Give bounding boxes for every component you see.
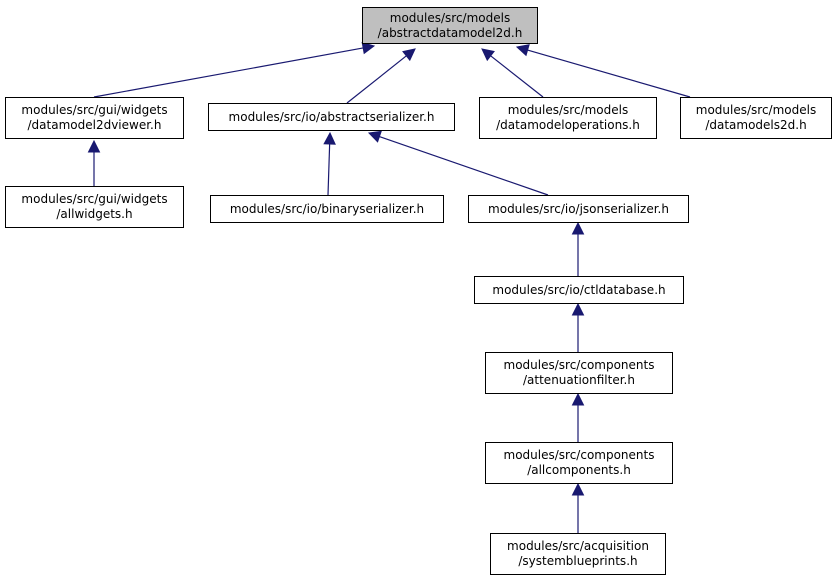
- node-label-line-1: modules/src/components: [503, 448, 655, 462]
- node-label-line-2: /systemblueprints.h: [518, 554, 638, 568]
- arrowhead-binaryserializer-to-abstractserializer: [323, 131, 336, 145]
- node-label-line-1: modules/src/models: [507, 103, 629, 117]
- node-jsonserializer[interactable]: modules/src/io/jsonserializer.h: [468, 195, 689, 223]
- arrowhead-ctldatabase-to-jsonserializer: [571, 221, 585, 235]
- node-attenuationfilter[interactable]: modules/src/components /attenuationfilte…: [485, 352, 673, 394]
- node-abstractdatamodel2d[interactable]: modules/src/models /abstractdatamodel2d.…: [362, 7, 538, 44]
- node-datamodeloperations[interactable]: modules/src/models /datamodeloperations.…: [479, 97, 657, 139]
- node-abstractserializer[interactable]: modules/src/io/abstractserializer.h: [208, 103, 455, 131]
- node-systemblueprints[interactable]: modules/src/acquisition /systemblueprint…: [490, 533, 666, 575]
- node-label-line-1: modules/src/models: [389, 10, 511, 25]
- node-allcomponents[interactable]: modules/src/components /allcomponents.h: [485, 442, 673, 484]
- edge-jsonserializer-to-abstractserializer: [379, 136, 549, 196]
- arrowhead-abstractserializer-to-root: [402, 48, 416, 62]
- node-label-line-1: modules/src/gui/widgets: [21, 192, 168, 206]
- node-label-line-2: /allcomponents.h: [527, 463, 631, 477]
- node-label-line-1: modules/src/components: [503, 358, 655, 372]
- node-ctldatabase[interactable]: modules/src/io/ctldatabase.h: [474, 276, 684, 304]
- edge-abstractserializer-to-root: [346, 55, 407, 104]
- node-datamodels2d[interactable]: modules/src/models /datamodels2d.h: [680, 97, 832, 139]
- edge-datamodel2dviewer-to-root: [93, 47, 364, 98]
- arrowhead-datamodels2d-to-root: [515, 44, 530, 57]
- node-binaryserializer[interactable]: modules/src/io/binaryserializer.h: [210, 195, 444, 223]
- edge-datamodels2d-to-root: [527, 49, 691, 98]
- node-label: modules/src/io/ctldatabase.h: [492, 282, 666, 297]
- node-allwidgets[interactable]: modules/src/gui/widgets /allwidgets.h: [5, 186, 184, 228]
- node-label-line-2: /datamodel2dviewer.h: [27, 118, 162, 132]
- arrowhead-allwidgets-to-datamodel2dviewer: [87, 139, 101, 153]
- node-label: modules/src/io/jsonserializer.h: [488, 201, 669, 216]
- arrowhead-jsonserializer-to-abstractserializer: [367, 130, 382, 143]
- node-label: modules/src/io/binaryserializer.h: [229, 201, 425, 216]
- node-label: modules/src/io/abstractserializer.h: [228, 109, 435, 124]
- node-label-line-2: /datamodels2d.h: [705, 118, 807, 132]
- node-label-line-1: modules/src/gui/widgets: [21, 103, 168, 117]
- node-label-line-2: /abstractdatamodel2d.h: [377, 25, 523, 40]
- arrowhead-allcomponents-to-attenuationfilter: [571, 392, 585, 406]
- arrowhead-systemblueprints-to-allcomponents: [571, 482, 585, 496]
- node-label-line-2: /attenuationfilter.h: [523, 373, 635, 387]
- arrowhead-datamodeloperations-to-root: [481, 48, 495, 62]
- arrowhead-attenuationfilter-to-ctldatabase: [571, 302, 585, 316]
- arrowhead-datamodel2dviewer-to-root: [361, 41, 376, 55]
- node-label-line-2: /allwidgets.h: [56, 207, 133, 221]
- edge-binaryserializer-to-abstractserializer: [327, 143, 331, 196]
- edge-datamodeloperations-to-root: [490, 55, 544, 98]
- node-label-line-2: /datamodeloperations.h: [496, 118, 640, 132]
- node-datamodel2dviewer[interactable]: modules/src/gui/widgets /datamodel2dview…: [5, 97, 184, 139]
- node-label-line-1: modules/src/acquisition: [507, 539, 649, 553]
- node-label-line-1: modules/src/models: [695, 103, 817, 117]
